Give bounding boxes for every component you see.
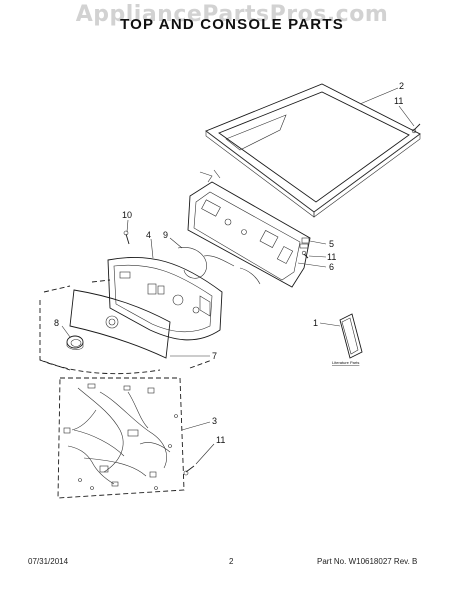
clip-5	[299, 243, 309, 259]
callout-2: 2	[399, 81, 404, 91]
screw-10	[123, 230, 130, 245]
callout-11-mid: 11	[327, 252, 336, 262]
literature-parts-label: Literature Parts	[332, 360, 359, 365]
screw-11-harness	[183, 465, 195, 476]
main-wire-harness	[63, 383, 178, 490]
callout-4: 4	[146, 230, 151, 240]
callout-3: 3	[212, 416, 217, 426]
footer-date: 07/31/2014	[28, 557, 69, 566]
callout-9: 9	[163, 230, 168, 240]
callout-11-top: 11	[394, 96, 403, 106]
diagram-title: TOP AND CONSOLE PARTS	[120, 16, 344, 33]
control-overlay	[69, 289, 171, 359]
console-bracket	[187, 169, 311, 288]
callout-numbers: 2 11 10 4 9 5 11 6 1 7 8 3 11 Literature…	[54, 81, 404, 445]
selector-knob	[66, 335, 84, 350]
callout-7: 7	[212, 351, 217, 361]
wire-harness-loop	[177, 247, 261, 285]
screw-11-top	[411, 123, 421, 134]
footer-page-number: 2	[229, 557, 234, 566]
callout-11-bottom: 11	[216, 435, 225, 445]
leader-lines	[61, 87, 415, 465]
callout-8: 8	[54, 318, 59, 328]
literature-pack	[339, 313, 363, 359]
callout-1: 1	[313, 318, 318, 328]
harness-assembly-outline	[57, 377, 185, 499]
footer-part-number: Part No. W10618027 Rev. B	[317, 557, 418, 566]
console-assembly-outline	[39, 279, 213, 371]
callout-10: 10	[122, 210, 132, 220]
top-panel	[205, 83, 421, 218]
callout-6: 6	[329, 262, 334, 272]
watermark: AppliancePartsPros.com	[75, 2, 389, 27]
callout-5: 5	[329, 239, 334, 249]
console-panel	[107, 256, 223, 341]
